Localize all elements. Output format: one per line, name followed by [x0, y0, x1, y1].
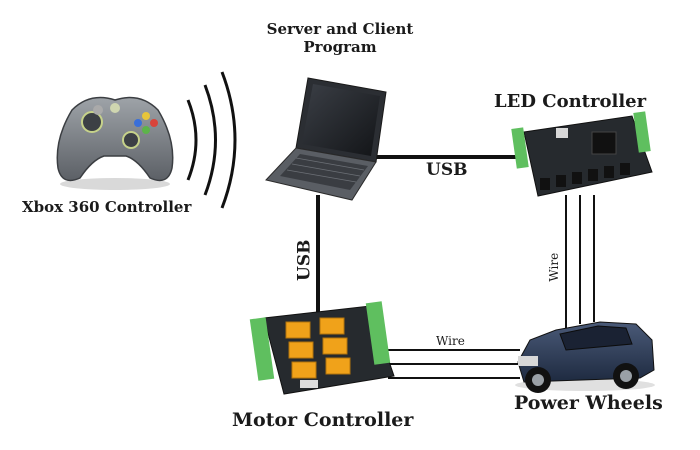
car-icon — [515, 321, 655, 393]
gamepad-icon — [56, 96, 174, 190]
led-label: LED Controller — [494, 91, 647, 112]
xbox-label: Xbox 360 Controller — [22, 198, 192, 216]
wire-link-led-car — [565, 195, 595, 328]
usb-vertical-label: USB — [294, 239, 315, 281]
motor-label: Motor Controller — [232, 409, 414, 431]
laptop-label-line2: Program — [303, 38, 377, 56]
laptop-icon — [265, 77, 387, 201]
motor-controller-board-icon — [249, 301, 395, 395]
wire-vertical-label: Wire — [547, 252, 562, 282]
connections — [316, 155, 595, 379]
usb-horizontal-label: USB — [426, 160, 468, 180]
car-label: Power Wheels — [514, 392, 663, 414]
laptop-label-line1: Server and Client — [266, 20, 414, 38]
laptop-label: Server and Client Program — [248, 20, 432, 56]
wire-link-motor-car — [388, 349, 520, 379]
wire-horizontal-label: Wire — [436, 334, 465, 348]
wireless-waves — [186, 71, 237, 209]
led-controller-board-icon — [511, 111, 653, 197]
